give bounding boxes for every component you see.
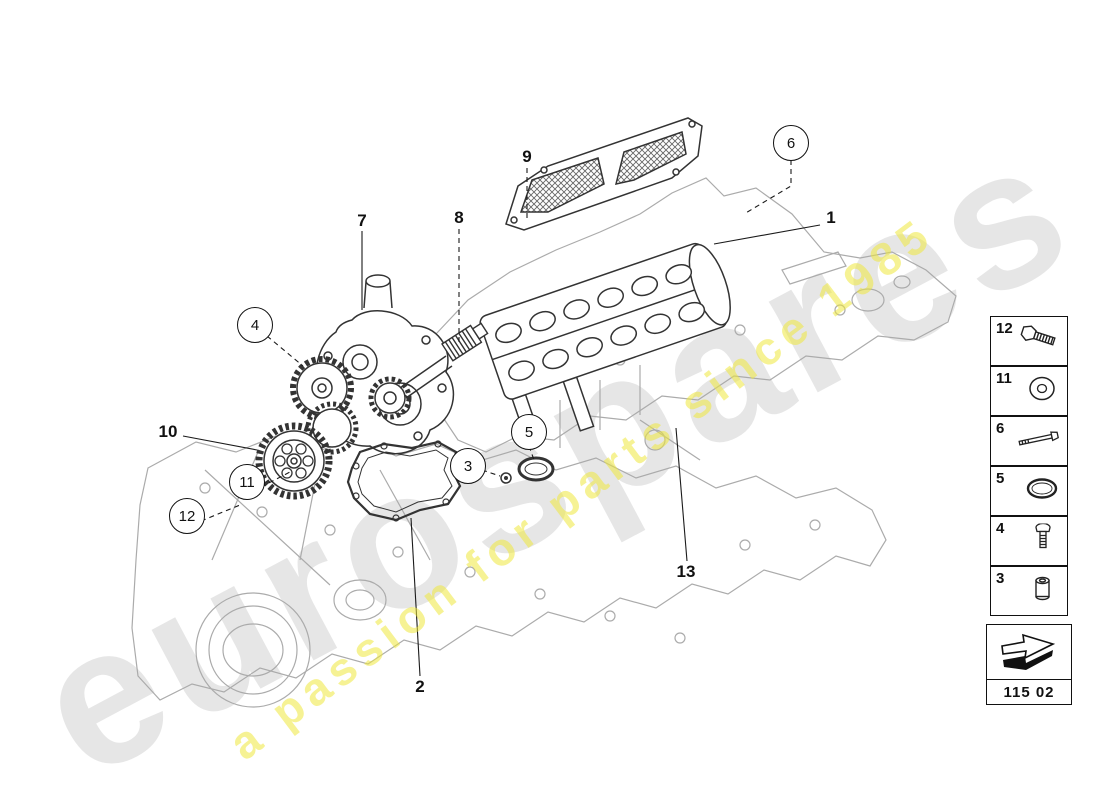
legend-number: 3 bbox=[996, 570, 1005, 587]
legend-item-11[interactable]: 11 bbox=[990, 366, 1068, 416]
screw-icon bbox=[1016, 522, 1064, 559]
pump-gears bbox=[290, 355, 453, 420]
callout-5[interactable]: 5 bbox=[511, 414, 547, 450]
o-ring-icon bbox=[1016, 474, 1064, 509]
legend-item-5[interactable]: 5 bbox=[990, 466, 1068, 516]
legend-number: 4 bbox=[996, 520, 1005, 537]
callout-13[interactable]: 13 bbox=[676, 562, 696, 581]
washer-icon bbox=[1016, 374, 1064, 409]
screen-part bbox=[505, 117, 703, 231]
o-ring-part bbox=[517, 456, 555, 482]
sprocket-part bbox=[255, 401, 359, 500]
crankcase-outline bbox=[131, 177, 957, 708]
callout-6[interactable]: 6 bbox=[773, 125, 809, 161]
direction-arrow-panel bbox=[986, 624, 1072, 680]
oil-unit-part bbox=[479, 242, 731, 444]
legend-item-6[interactable]: 6 bbox=[990, 416, 1068, 466]
bushing-icon bbox=[1016, 574, 1064, 609]
part-code-label: 115 02 bbox=[986, 679, 1072, 705]
legend-item-4[interactable]: 4 bbox=[990, 516, 1068, 566]
legend-number: 11 bbox=[996, 370, 1012, 387]
gasket-part bbox=[346, 440, 462, 522]
bolt-point-part bbox=[500, 472, 512, 484]
arrow-icon bbox=[995, 628, 1063, 677]
callout-2[interactable]: 2 bbox=[415, 677, 425, 696]
leader-lines bbox=[182, 160, 821, 677]
stud-icon bbox=[1016, 424, 1064, 459]
legend-item-12[interactable]: 12 bbox=[990, 316, 1068, 366]
callout-12[interactable]: 12 bbox=[169, 498, 205, 534]
callout-11[interactable]: 11 bbox=[229, 464, 265, 500]
legend-number: 12 bbox=[996, 320, 1013, 337]
legend-number: 5 bbox=[996, 470, 1005, 487]
callout-3[interactable]: 3 bbox=[450, 448, 486, 484]
legend-item-3[interactable]: 3 bbox=[990, 566, 1068, 616]
callout-1[interactable]: 1 bbox=[826, 208, 836, 227]
legend-number: 6 bbox=[996, 420, 1005, 437]
callout-10[interactable]: 10 bbox=[158, 422, 178, 441]
coupler-part bbox=[441, 322, 489, 362]
callout-4[interactable]: 4 bbox=[237, 307, 273, 343]
callout-8[interactable]: 8 bbox=[454, 208, 464, 227]
callout-7[interactable]: 7 bbox=[357, 211, 367, 230]
callout-9[interactable]: 9 bbox=[522, 147, 532, 166]
bolt-icon bbox=[1016, 324, 1064, 359]
